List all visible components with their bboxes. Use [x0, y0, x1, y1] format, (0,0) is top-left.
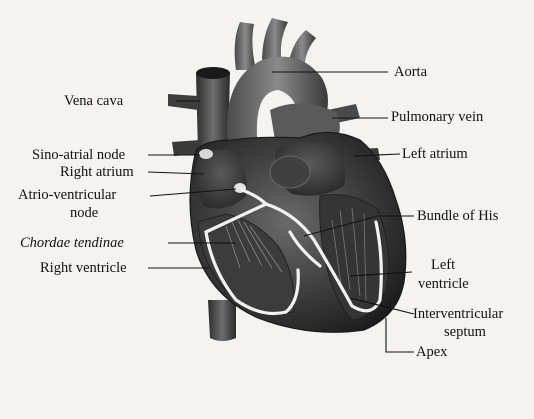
leader-right-atrium — [147, 171, 205, 175]
superior-vena-cava-shape — [196, 68, 230, 152]
valve-shape — [269, 155, 311, 189]
label-vena-cava: Vena cava — [64, 93, 124, 109]
label-left: Left — [431, 257, 456, 273]
right-ventricle-chamber — [197, 213, 295, 314]
aorta-branch-2 — [262, 18, 288, 64]
label-chordae-tendinae: Chordae tendinae — [20, 235, 124, 251]
leader-bundle-of-his — [303, 215, 379, 237]
right-atrium-chamber — [195, 150, 247, 209]
aorta-branch-1 — [234, 22, 256, 70]
leader-left-atrium — [353, 153, 401, 157]
leader-atrio-ventricular-node — [149, 188, 237, 197]
label-right-ventricle: Right ventricle — [40, 260, 127, 276]
label-atrio-ventricular-node: node — [70, 205, 99, 221]
inferior-vena-cava-shape — [208, 300, 236, 341]
left-ventricle-strands — [331, 207, 367, 301]
leader-left-ventricle — [349, 271, 413, 277]
chordae-strands — [225, 219, 283, 273]
label-pulmonary-vein: Pulmonary vein — [391, 109, 484, 125]
label-atrio-ventricular: Atrio-ventricular — [18, 187, 117, 203]
label-interventricular-septum: septum — [444, 324, 486, 340]
vena-cava-opening — [196, 67, 230, 79]
label-apex: Apex — [416, 344, 448, 360]
leader-apex — [385, 318, 414, 353]
vessel-stub-left-1 — [168, 94, 198, 110]
label-left-ventricle: ventricle — [418, 276, 469, 292]
label-interventricular: Interventricular — [413, 306, 504, 322]
label-sino-atrial-node: Sino-atrial node — [32, 147, 126, 163]
label-right-atrium: Right atrium — [60, 164, 134, 180]
label-left-atrium: Left atrium — [402, 146, 468, 162]
leader-lines — [147, 71, 415, 353]
sino-atrial-node-mark — [199, 149, 213, 159]
label-aorta: Aorta — [394, 64, 428, 80]
leader-interventricular-septum — [349, 297, 415, 315]
label-bundle-of-his: Bundle of His — [417, 208, 499, 224]
